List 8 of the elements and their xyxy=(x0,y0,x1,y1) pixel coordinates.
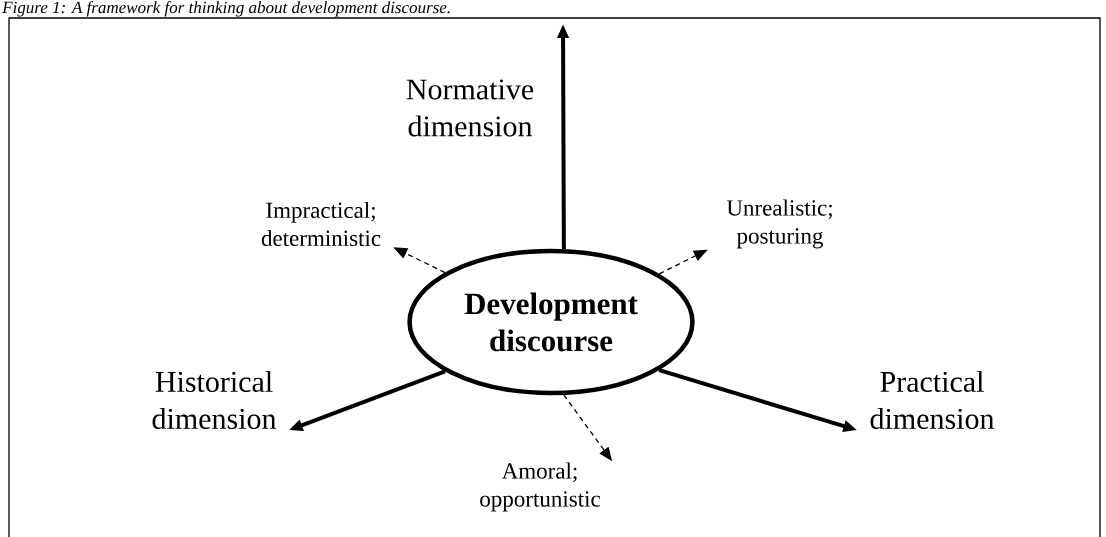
dimension-label: Practical dimension xyxy=(870,370,995,430)
critique-label: Amoral; opportunistic xyxy=(480,462,600,512)
figure-title: Figure 1: A framework for thinking about development discourse. xyxy=(2,1,450,17)
ellipse-node: Development discourse xyxy=(407,248,695,396)
critique-label: Impractical; deterministic xyxy=(261,201,381,247)
critique-label: Unrealistic; posturing xyxy=(726,199,832,249)
dimension-label: Historical dimension xyxy=(152,370,277,430)
dimension-label: Normative dimension xyxy=(406,79,534,137)
